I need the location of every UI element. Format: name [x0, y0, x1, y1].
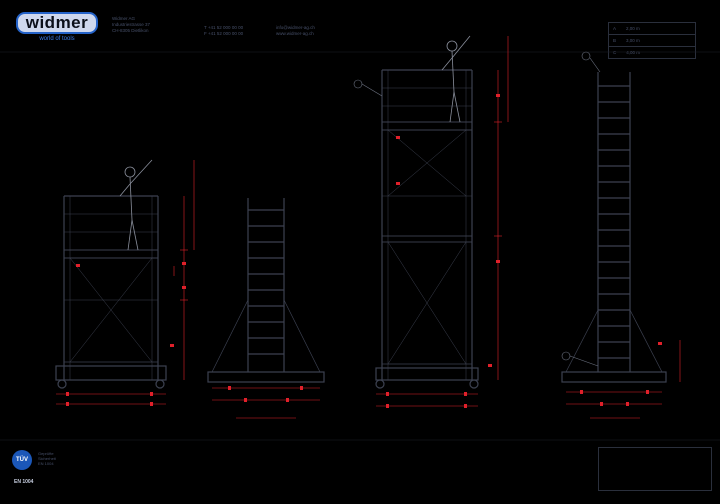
address-line: Industriestrasse 37	[112, 22, 151, 27]
scaffold-tower-small	[55, 195, 167, 389]
title-block	[598, 447, 712, 491]
ladder-front-tall	[561, 72, 667, 383]
reference-table: A 2,00 m B 3,00 m C 4,00 m	[608, 22, 696, 59]
dimension-arrows	[66, 94, 662, 408]
reference-code: A	[613, 26, 617, 31]
sheet-header: widmer world of tools Widmer AG Industri…	[0, 0, 720, 50]
logo-tagline: world of tools	[39, 36, 75, 42]
scaffold-tower-tall	[375, 69, 479, 389]
cert-line: Geprüfte	[38, 451, 54, 456]
company-phone: T +41 52 000 00 00 F +41 52 000 00 00	[204, 25, 243, 37]
phone-line: F +41 52 000 00 00	[204, 31, 244, 36]
address-line: Widmer AG	[112, 16, 136, 21]
reference-value: 3,00 m	[626, 38, 640, 43]
standard-label: EN 1004	[14, 479, 34, 485]
worker-figure	[441, 35, 471, 123]
widmer-logo: widmer world of tools	[16, 12, 98, 42]
email-line: info@widmer-ag.ch	[276, 25, 315, 30]
reference-code: B	[613, 38, 617, 43]
cert-line: EN 1004	[38, 461, 54, 466]
worker-figure	[119, 159, 153, 251]
callout-markers	[353, 51, 601, 367]
website-line: www.widmer-ag.ch	[276, 31, 314, 36]
company-address: Widmer AG Industriestrasse 37 CH-8305 Di…	[112, 16, 150, 34]
ladder-front-small	[207, 198, 325, 383]
reference-row: A 2,00 m	[608, 22, 696, 35]
cert-line: Sicherheit	[38, 456, 56, 461]
reference-row: B 3,00 m	[608, 35, 696, 47]
reference-code: C	[613, 50, 617, 55]
reference-value: 2,00 m	[626, 26, 640, 31]
reference-value: 4,00 m	[626, 50, 641, 55]
dimension-lines	[56, 36, 681, 419]
reference-row: C 4,00 m	[608, 47, 696, 59]
company-web: info@widmer-ag.ch www.widmer-ag.ch	[276, 25, 315, 37]
phone-line: T +41 52 000 00 00	[204, 25, 244, 30]
logo-wordmark: widmer	[16, 12, 98, 34]
tuv-badge-icon: TÜV	[12, 450, 32, 470]
address-line: CH-8305 Dietlikon	[112, 28, 149, 33]
certification-lines: Geprüfte Sicherheit EN 1004	[38, 451, 56, 466]
